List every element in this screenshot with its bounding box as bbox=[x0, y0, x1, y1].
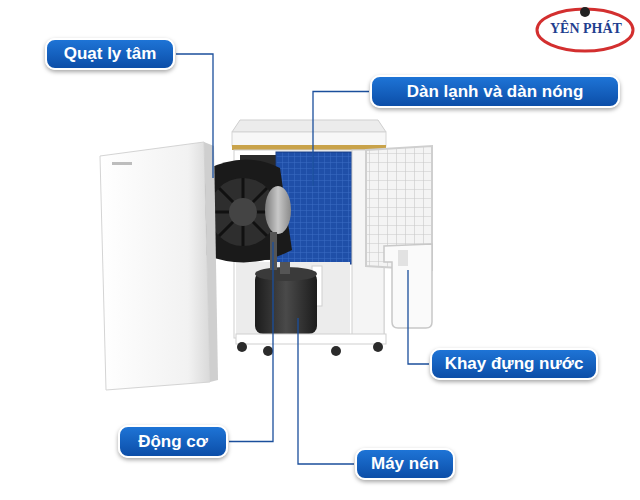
front-panel bbox=[100, 142, 210, 390]
panel-mark bbox=[112, 162, 132, 165]
leader-line bbox=[408, 270, 429, 364]
gold-strip bbox=[232, 145, 386, 150]
part-name: Động cơ bbox=[138, 432, 208, 452]
callout-box: Khay đựng nước bbox=[430, 348, 598, 380]
callout-box: Dàn lạnh và dàn nóng bbox=[370, 75, 620, 108]
part-name: Khay đựng nước bbox=[445, 354, 584, 374]
brand-logo: YÊN PHÁT bbox=[548, 21, 624, 37]
top-lid bbox=[232, 132, 386, 146]
lower-chassis bbox=[236, 262, 350, 336]
wheels bbox=[237, 342, 383, 356]
part-name: Quạt ly tâm bbox=[64, 44, 157, 64]
callout-box: Động cơ bbox=[118, 425, 228, 458]
top-face bbox=[232, 120, 386, 132]
leader-line bbox=[229, 242, 273, 442]
compressor-pipe bbox=[280, 262, 290, 274]
logo-ring bbox=[537, 7, 633, 51]
centrifugal-fan bbox=[205, 159, 292, 270]
leader-line bbox=[313, 92, 369, 187]
part-name: Máy nén bbox=[371, 454, 439, 474]
front-panel-edge bbox=[204, 142, 218, 382]
base bbox=[236, 334, 386, 344]
compressor bbox=[255, 272, 317, 334]
tray-handle bbox=[398, 250, 408, 266]
leader-line bbox=[298, 318, 354, 464]
callout-box: Máy nén bbox=[355, 448, 455, 480]
callout-box: Quạt ly tâm bbox=[45, 38, 175, 70]
part-name: Dàn lạnh và dàn nóng bbox=[407, 82, 584, 102]
leader-line bbox=[176, 54, 213, 178]
